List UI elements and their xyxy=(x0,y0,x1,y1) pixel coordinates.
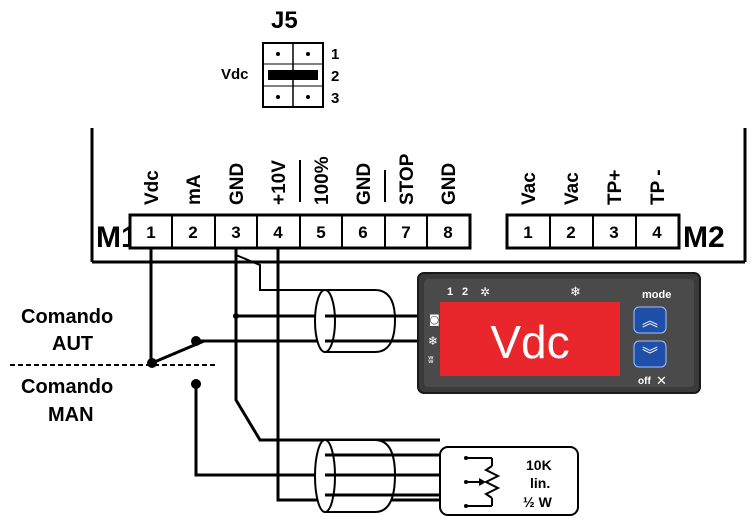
man-label-line1: Comando xyxy=(21,376,113,398)
controller-indicator-2: 2 xyxy=(462,286,468,298)
m2-label-vac: Vac xyxy=(519,172,540,205)
jumper-pin xyxy=(306,52,310,56)
jumper-cap[interactable] xyxy=(268,70,318,80)
cable-sleeve-controller xyxy=(325,289,397,353)
m1-terminal-1: 1 xyxy=(146,223,155,242)
connector-m1: M1 1 2 3 4 5 6 7 8 Vdc mA GND +10V 100% … xyxy=(96,153,472,254)
connector-m2: 1 2 3 4 Vac Vac TP+ TP - M2 xyxy=(505,169,725,254)
jumper-pin-label: 2 xyxy=(331,68,339,85)
m2-terminal-4: 4 xyxy=(652,223,662,242)
jumper-side-label: Vdc xyxy=(221,66,249,83)
wire-shield-controller xyxy=(235,254,330,291)
fan-icon: ❄ xyxy=(428,334,438,348)
m1-label-gnd: GND xyxy=(439,163,460,205)
wiring xyxy=(149,248,440,502)
jumper-pin xyxy=(276,95,280,99)
m1-label-10v: +10V xyxy=(269,160,290,205)
m1-terminal-7: 7 xyxy=(401,223,410,242)
m1-terminal-8: 8 xyxy=(443,223,452,242)
m2-terminal-1: 1 xyxy=(523,223,532,242)
chevron-up-icon: ︽ xyxy=(642,311,658,330)
cable-sleeves xyxy=(314,289,440,513)
jumper-title: J5 xyxy=(271,7,298,34)
potentiometer-box xyxy=(439,446,579,516)
output-icon: ʬ xyxy=(428,353,434,366)
jumper-pin xyxy=(276,52,280,56)
jumper-pin-label: 3 xyxy=(331,90,339,107)
m1-terminal-2: 2 xyxy=(188,223,197,242)
connector-m2-name: M2 xyxy=(683,221,725,254)
junction-dot xyxy=(233,313,239,319)
pot-taper: lin. xyxy=(530,475,550,491)
m1-terminal-6: 6 xyxy=(358,223,367,242)
pot-value: 10K xyxy=(526,457,552,473)
m2-terminal-2: 2 xyxy=(566,223,575,242)
cable-sleeve-end xyxy=(314,289,336,353)
mode-switch: Comando AUT Comando MAN xyxy=(10,306,215,426)
off-label: off xyxy=(638,376,651,387)
controller-indicator-1: 1 xyxy=(447,286,453,298)
down-button[interactable] xyxy=(633,340,667,368)
up-button[interactable] xyxy=(633,306,667,334)
m2-label-tp-plus: TP+ xyxy=(605,170,626,205)
heat-icon: ◙ xyxy=(429,313,440,326)
m1-label-gnd: GND xyxy=(354,163,375,205)
jumper-pin-label: 1 xyxy=(331,46,339,63)
potentiometer: 10K lin. ½ W xyxy=(439,446,579,516)
aut-label-line2: AUT xyxy=(52,333,93,355)
man-label-line2: MAN xyxy=(48,404,94,426)
alarm-off-icon: ✕ xyxy=(656,374,667,389)
mode-label: mode xyxy=(642,289,671,301)
jumper-j5: J5 Vdc 1 2 3 xyxy=(221,7,339,108)
controller-unit: 1 2 ✲ ❄ mode Vdc ◙ ❄ ʬ ︽ ︾ off ✕ xyxy=(417,272,701,394)
snowflake-icon: ❄ xyxy=(570,285,581,300)
display-readout: Vdc xyxy=(490,316,569,368)
board-outline xyxy=(90,128,747,264)
m1-label-ma: mA xyxy=(184,174,205,205)
m1-terminal-3: 3 xyxy=(231,223,240,242)
controller-display xyxy=(440,302,620,376)
m2-terminal-3: 3 xyxy=(609,223,618,242)
chevron-down-icon: ︾ xyxy=(642,345,658,364)
m1-label-gnd: GND xyxy=(227,163,248,205)
m1-label-stop: STOP xyxy=(397,153,418,205)
m2-label-tp-minus: TP - xyxy=(648,169,669,205)
aut-label-line1: Comando xyxy=(21,306,113,328)
pot-rating: ½ W xyxy=(523,494,553,510)
m1-terminal-5: 5 xyxy=(316,223,325,242)
m1-label-100: 100% xyxy=(312,156,333,205)
m1-label-vdc: Vdc xyxy=(142,170,163,205)
gear-icon: ✲ xyxy=(480,285,490,299)
jumper-pin xyxy=(306,95,310,99)
m2-label-vac: Vac xyxy=(562,172,583,205)
m1-terminal-4: 4 xyxy=(273,223,283,242)
